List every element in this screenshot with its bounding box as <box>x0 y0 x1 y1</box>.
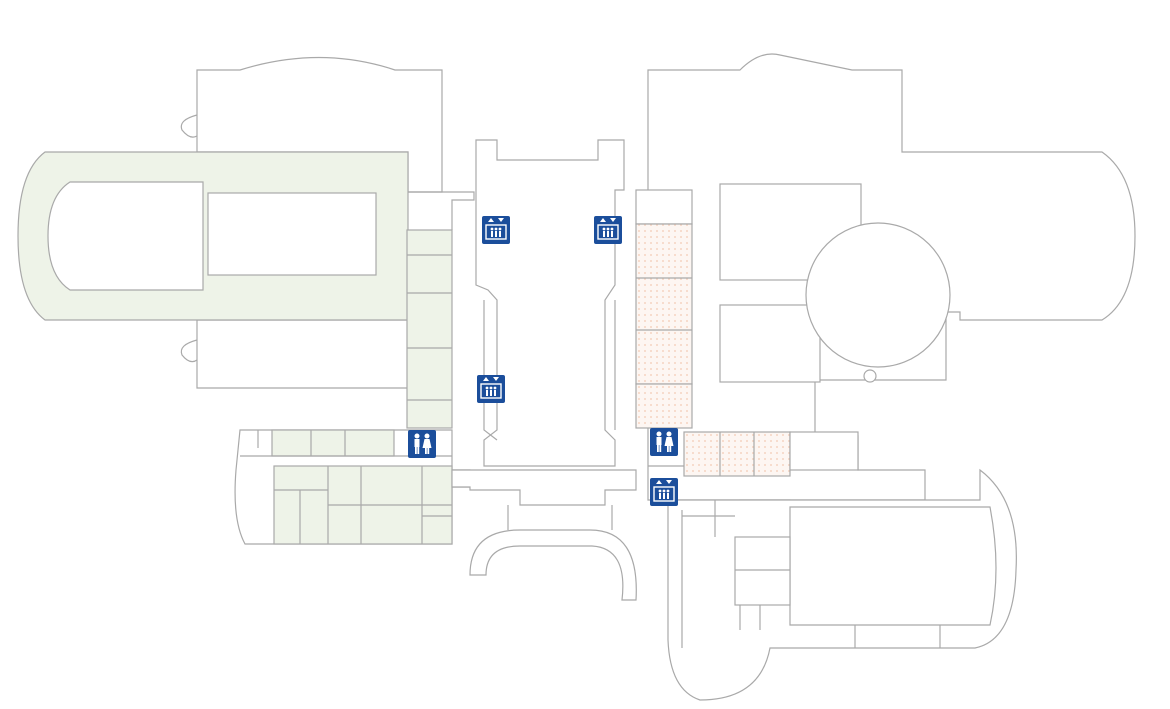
atrium-outline <box>475 139 625 467</box>
curved-walkway <box>469 529 637 601</box>
restroom-icon[interactable] <box>650 428 678 456</box>
elevator-icon[interactable] <box>594 216 622 244</box>
elevator-icon[interactable] <box>650 478 678 506</box>
classroom-block-east <box>683 431 791 477</box>
elevator-icon[interactable] <box>482 216 510 244</box>
court-area <box>207 192 377 276</box>
west-hall-lower <box>196 319 409 389</box>
east-wing <box>635 53 1136 701</box>
elevator-icon[interactable] <box>477 375 505 403</box>
east-room-mid <box>719 304 821 383</box>
map-markers <box>408 216 678 506</box>
south-corridor <box>451 469 637 506</box>
restroom-icon[interactable] <box>408 430 436 458</box>
stage-area <box>789 506 997 626</box>
central-atrium <box>451 139 637 601</box>
rotunda <box>805 222 951 368</box>
classroom-strip-west <box>406 229 453 429</box>
west-wing <box>17 56 475 545</box>
track-infield <box>47 181 204 291</box>
classroom-strip-east <box>635 223 693 385</box>
